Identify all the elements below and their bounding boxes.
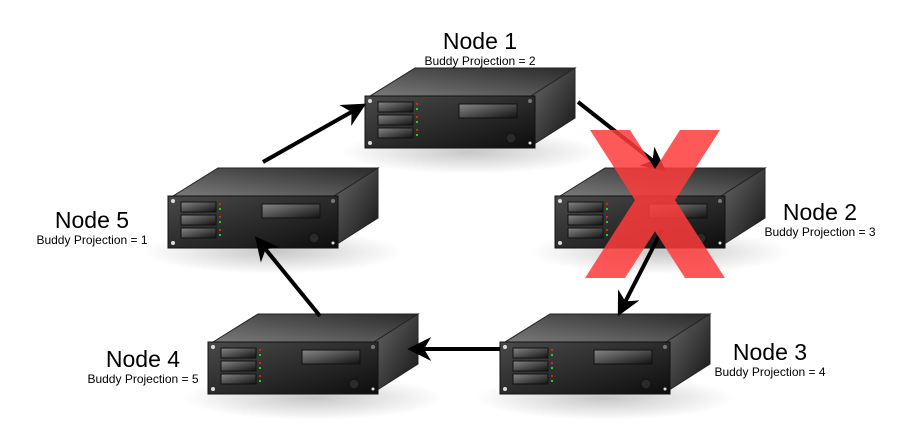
server-node1 xyxy=(339,67,601,175)
arrow-node4-to-node5 xyxy=(254,236,322,318)
node1-title: Node 1 xyxy=(442,28,518,54)
node2-subtitle: Buddy Projection = 3 xyxy=(764,225,876,239)
node2-title: Node 2 xyxy=(782,199,858,225)
node4-label: Node 4 Buddy Projection = 5 xyxy=(73,346,213,386)
node2-label: Node 2 Buddy Projection = 3 xyxy=(745,199,895,239)
node3-subtitle: Buddy Projection = 4 xyxy=(714,365,826,379)
server-node4 xyxy=(182,313,444,421)
node4-subtitle: Buddy Projection = 5 xyxy=(87,372,199,386)
failure-x-icon xyxy=(585,130,725,278)
arrow-node5-to-node1 xyxy=(262,103,367,164)
node5-subtitle: Buddy Projection = 1 xyxy=(36,233,148,247)
node1-label: Node 1 Buddy Projection = 2 xyxy=(380,28,580,68)
node5-label: Node 5 Buddy Projection = 1 xyxy=(22,207,162,247)
node1-subtitle: Buddy Projection = 2 xyxy=(424,54,536,68)
node5-title: Node 5 xyxy=(54,207,130,233)
node4-title: Node 4 xyxy=(105,346,181,372)
node3-title: Node 3 xyxy=(732,339,808,365)
arrow-node2-to-node3 xyxy=(617,229,664,317)
node3-label: Node 3 Buddy Projection = 4 xyxy=(695,339,845,379)
